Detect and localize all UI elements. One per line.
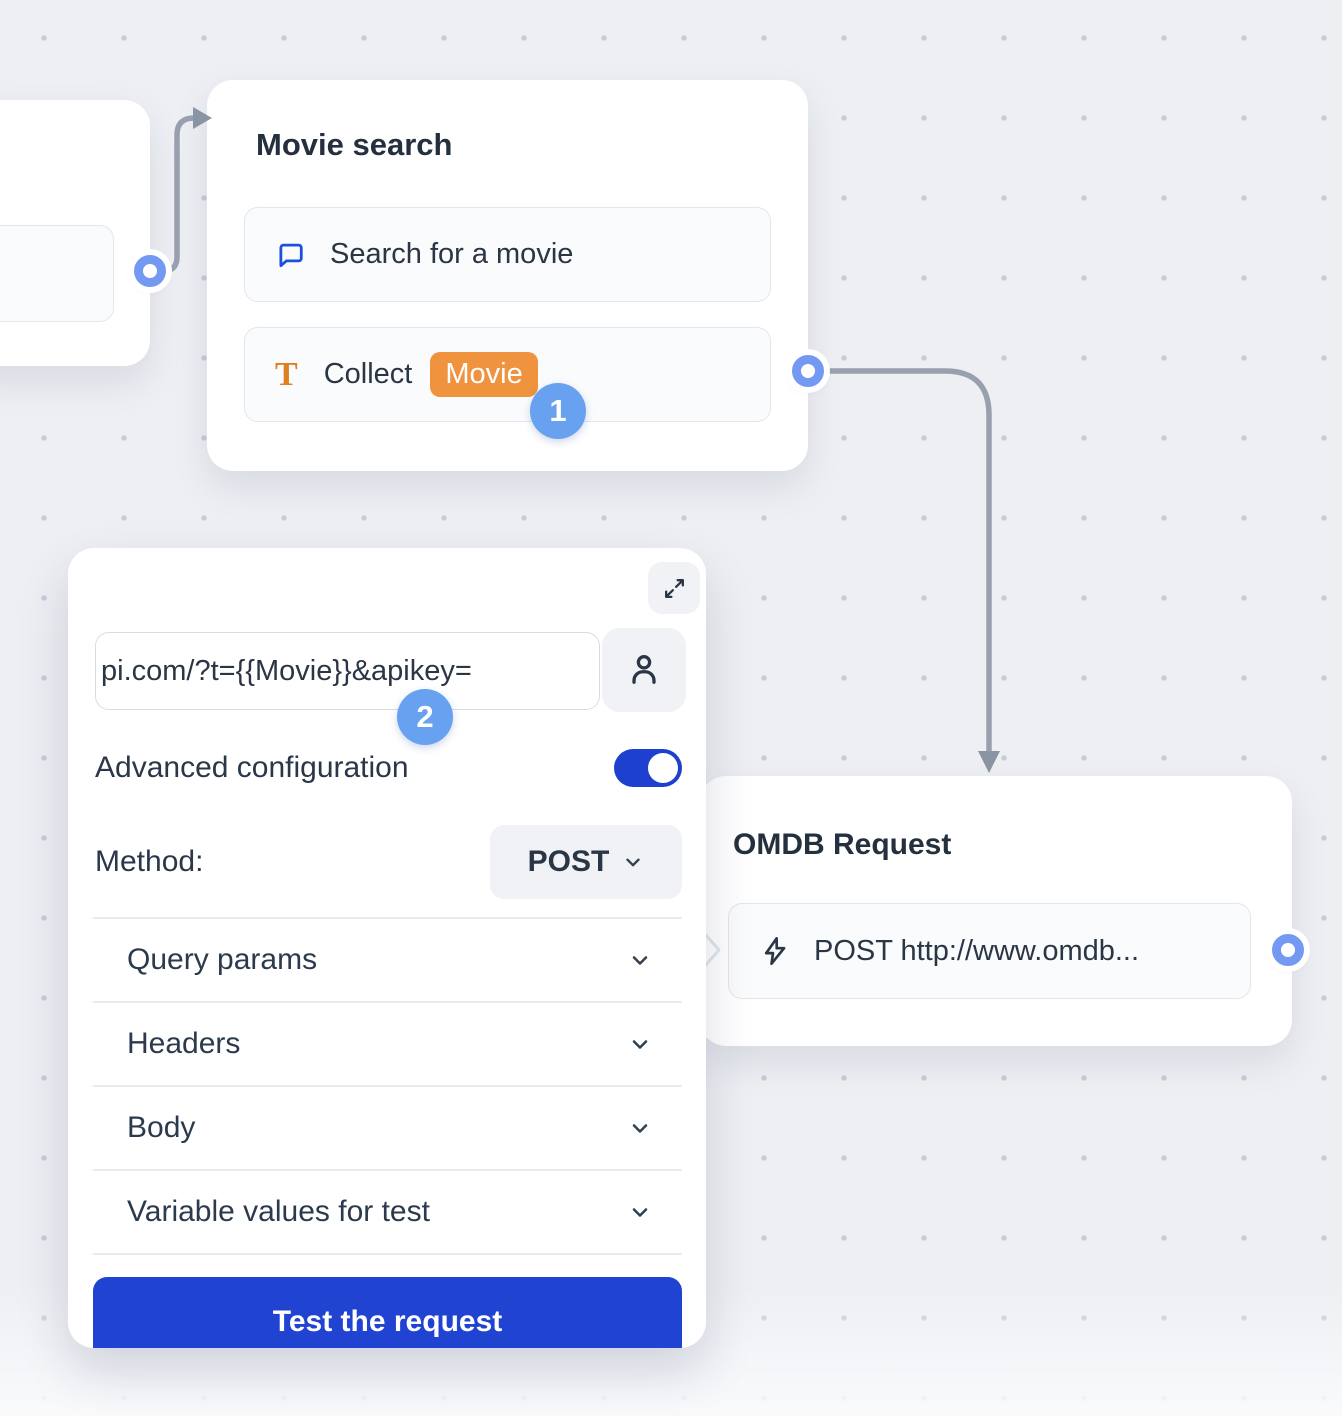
- node-item-collect[interactable]: T Collect Movie: [244, 327, 771, 422]
- section-label: Query params: [127, 943, 318, 976]
- section-headers[interactable]: Headers: [93, 1003, 682, 1087]
- node-item-question[interactable]: Search for a movie: [244, 207, 771, 302]
- chevron-down-icon: [622, 851, 644, 873]
- chat-bubble-icon: [275, 239, 307, 271]
- toggle-knob: [648, 753, 678, 783]
- person-button[interactable]: [602, 628, 686, 712]
- node-item-label: Collect: [323, 358, 413, 390]
- step-badge-2: 2: [397, 689, 453, 745]
- partial-node-output-port[interactable]: [134, 255, 166, 287]
- test-request-button[interactable]: Test the request: [93, 1277, 682, 1348]
- step-badge-1: 1: [530, 383, 586, 439]
- chevron-down-icon: [628, 1116, 652, 1140]
- variable-chip: Movie: [430, 352, 538, 397]
- expand-icon: [662, 576, 687, 601]
- chevron-down-icon: [628, 1200, 652, 1224]
- connector-path-1: [156, 115, 198, 274]
- movie-search-node[interactable]: Movie search Search for a movie T Collec…: [207, 80, 808, 471]
- section-label: Variable values for test: [127, 1195, 430, 1228]
- chevron-down-icon: [628, 1032, 652, 1056]
- omdb-request-node[interactable]: OMDB Request POST http://www.omdb...: [700, 776, 1292, 1046]
- lightning-icon: [759, 935, 791, 967]
- partial-node[interactable]: [0, 100, 150, 366]
- section-query-params[interactable]: Query params: [93, 919, 682, 1003]
- method-value: POST: [527, 845, 610, 878]
- method-dropdown[interactable]: POST: [490, 825, 682, 899]
- node-title: OMDB Request: [733, 828, 952, 861]
- webhook-config-panel[interactable]: Advanced configuration Method: POST Quer…: [68, 548, 706, 1348]
- movie-search-output-port[interactable]: [792, 355, 824, 387]
- advanced-configuration-row: Advanced configuration: [95, 744, 682, 792]
- method-label: Method:: [95, 845, 204, 878]
- method-row: Method: POST: [95, 825, 682, 899]
- node-item-webhook[interactable]: POST http://www.omdb...: [728, 903, 1251, 999]
- section-body[interactable]: Body: [93, 1087, 682, 1171]
- person-icon: [623, 649, 665, 691]
- config-sections: Query params Headers Body Variable value…: [93, 917, 682, 1255]
- node-item-placeholder[interactable]: [0, 225, 114, 322]
- section-label: Body: [127, 1111, 196, 1144]
- connector-path-2: [821, 368, 992, 755]
- advanced-configuration-toggle[interactable]: [614, 749, 682, 787]
- omdb-output-port[interactable]: [1272, 934, 1304, 966]
- section-variable-values[interactable]: Variable values for test: [93, 1171, 682, 1255]
- expand-button[interactable]: [648, 562, 700, 614]
- node-item-label: POST http://www.omdb...: [814, 934, 1140, 967]
- node-item-label: Search for a movie: [330, 238, 574, 270]
- node-title: Movie search: [256, 127, 453, 162]
- section-label: Headers: [127, 1027, 241, 1060]
- advanced-configuration-label: Advanced configuration: [95, 751, 409, 784]
- text-input-icon: T: [275, 355, 298, 393]
- chevron-down-icon: [628, 948, 652, 972]
- connector-arrow-down-icon: [978, 751, 1000, 773]
- url-input[interactable]: [95, 632, 600, 710]
